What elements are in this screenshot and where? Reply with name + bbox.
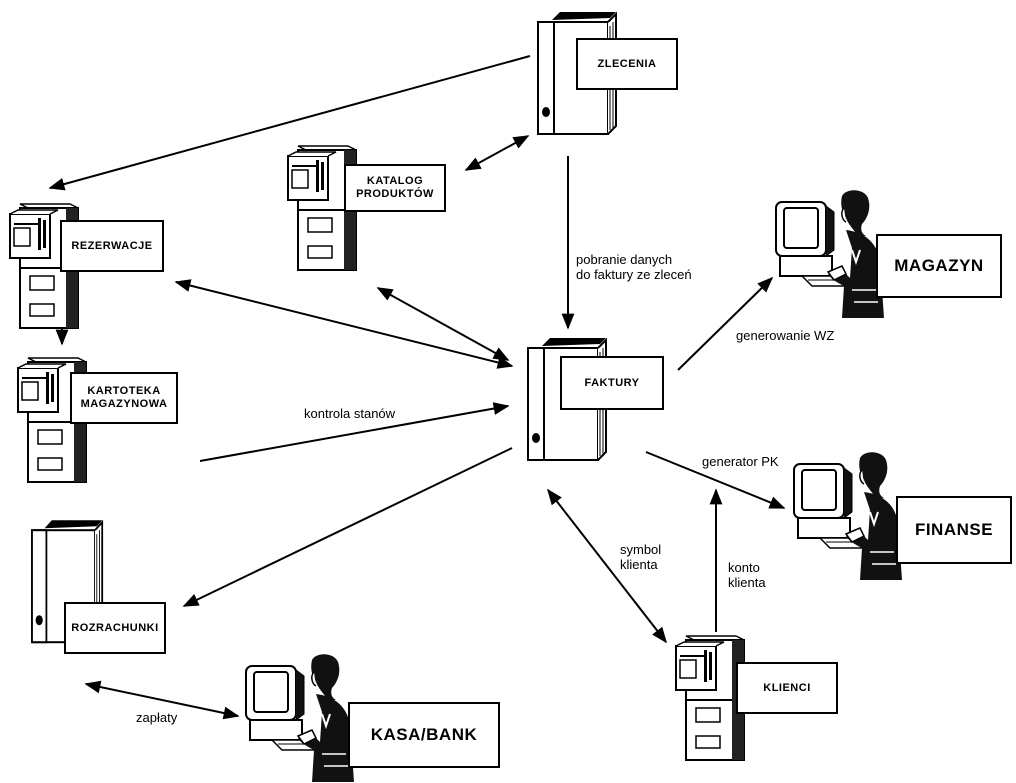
person-at-computer-icon: [775, 189, 885, 319]
node-katalog-produktow: KATALOG PRODUKTÓW: [344, 164, 446, 212]
edge-zlecenia-katalog: [464, 135, 530, 171]
node-finanse: FINANSE: [896, 496, 1012, 564]
node-zlecenia: ZLECENIA: [576, 38, 678, 90]
edge-faktury-rozrachunki: [182, 447, 513, 607]
edge-label-symbol-klienta: symbol klienta: [620, 542, 662, 572]
filing-cabinet-icon: [675, 635, 745, 761]
edge-faktury-magazyn: [677, 276, 774, 371]
person-at-computer-icon: [245, 653, 355, 783]
edge-label-pobranie: pobranie danych do faktury ze zleceń: [576, 252, 692, 282]
edge-faktury-finanse: [645, 451, 786, 509]
edge-rozrachunki-kasa: [84, 680, 240, 720]
node-kasa-bank: KASA/BANK: [348, 702, 500, 768]
node-magazyn: MAGAZYN: [876, 234, 1002, 298]
edge-rezerwacje-faktury: [174, 279, 514, 369]
node-rezerwacje: REZERWACJE: [60, 220, 164, 272]
node-kartoteka-magazynowa: KARTOTEKA MAGAZYNOWA: [70, 372, 178, 424]
person-at-computer-icon: [793, 451, 903, 581]
edge-faktury-klienci: [547, 488, 667, 644]
node-rozrachunki: ROZRACHUNKI: [64, 602, 166, 654]
edge-label-generator-pk: generator PK: [702, 454, 779, 469]
edge-kartoteka-faktury: [199, 402, 510, 462]
node-faktury: FAKTURY: [560, 356, 664, 410]
edge-label-konto-klienta: konto klienta: [728, 560, 766, 590]
edge-label-zaplaty: zapłaty: [136, 710, 178, 725]
edge-label-kontrola: kontrola stanów: [304, 406, 396, 421]
edge-zlecenia-rezerwacje: [48, 55, 531, 191]
edge-label-generowanie-wz: generowanie WZ: [736, 328, 835, 343]
edge-katalog-faktury: [376, 287, 510, 361]
node-klienci: KLIENCI: [736, 662, 838, 714]
